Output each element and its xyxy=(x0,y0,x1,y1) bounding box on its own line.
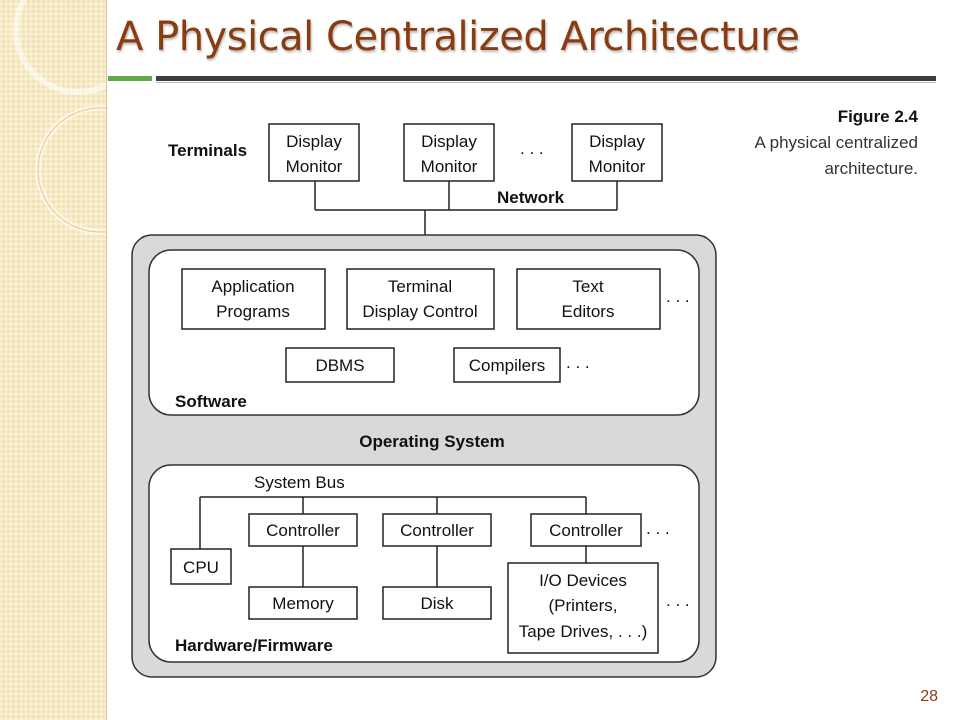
text-editors-line-2: Editors xyxy=(562,302,615,321)
decorative-sidebar xyxy=(0,0,107,720)
application-programs-box xyxy=(181,268,326,330)
monitor-3-line-1: Display xyxy=(589,132,645,151)
slide-title: A Physical Centralized Architecture xyxy=(116,14,800,60)
monitor-3-line-2: Monitor xyxy=(589,157,646,176)
figure-caption: Figure 2.4 A physical centralized archit… xyxy=(755,104,918,182)
display-monitor-box-3 xyxy=(571,123,663,182)
monitor-1-line-2: Monitor xyxy=(286,157,343,176)
app-programs-line-2: Programs xyxy=(216,302,290,321)
terminals-label: Terminals xyxy=(168,141,247,160)
caption-line-1: A physical centralized xyxy=(754,133,918,152)
compilers-label: Compilers xyxy=(469,356,546,375)
disk-label: Disk xyxy=(420,594,454,613)
tdc-line-2: Display Control xyxy=(362,302,477,321)
controller-box-1 xyxy=(248,513,358,547)
io-devices-line-3: Tape Drives, . . .) xyxy=(519,622,647,641)
title-rule-accent xyxy=(108,76,152,81)
operating-system-label: Operating System xyxy=(359,432,505,451)
software-ellipsis-1: . . . xyxy=(666,287,690,306)
memory-label: Memory xyxy=(272,594,334,613)
software-label: Software xyxy=(175,392,247,411)
tdc-line-1: Terminal xyxy=(388,277,452,296)
monitor-2-line-2: Monitor xyxy=(421,157,478,176)
page-number: 28 xyxy=(920,688,938,705)
network-label: Network xyxy=(497,188,565,207)
controller-box-2 xyxy=(382,513,492,547)
controller-label-3: Controller xyxy=(549,521,623,540)
display-monitor-box-1 xyxy=(268,123,360,182)
memory-box xyxy=(248,586,358,620)
text-editors-line-1: Text xyxy=(572,277,603,296)
terminal-display-control-box xyxy=(346,268,495,330)
hardware-firmware-label: Hardware/Firmware xyxy=(175,636,333,655)
monitor-1-line-1: Display xyxy=(286,132,342,151)
terminals-ellipsis: . . . xyxy=(520,139,544,158)
hardware-ellipsis-1: . . . xyxy=(646,519,670,538)
compilers-box xyxy=(453,347,561,383)
display-monitor-box-2 xyxy=(403,123,495,182)
cpu-box xyxy=(170,548,232,585)
decorative-rings xyxy=(13,0,106,235)
figure-number: Figure 2.4 xyxy=(837,107,918,126)
controller-box-3 xyxy=(530,513,642,547)
caption-line-2: architecture. xyxy=(824,159,918,178)
dbms-box xyxy=(285,347,395,383)
io-devices-line-2: (Printers, xyxy=(549,596,618,615)
io-devices-line-1: I/O Devices xyxy=(539,571,627,590)
cpu-label: CPU xyxy=(183,558,219,577)
controller-label-1: Controller xyxy=(266,521,340,540)
monitor-2-line-1: Display xyxy=(421,132,477,151)
disk-box xyxy=(382,586,492,620)
text-editors-box xyxy=(516,268,661,330)
system-bus-label: System Bus xyxy=(254,473,345,492)
app-programs-line-1: Application xyxy=(211,277,294,296)
controller-label-2: Controller xyxy=(400,521,474,540)
io-devices-box xyxy=(507,562,659,654)
hardware-ellipsis-2: . . . xyxy=(666,591,690,610)
dbms-label: DBMS xyxy=(315,356,364,375)
software-ellipsis-2: . . . xyxy=(566,353,590,372)
title-rule xyxy=(156,76,936,83)
